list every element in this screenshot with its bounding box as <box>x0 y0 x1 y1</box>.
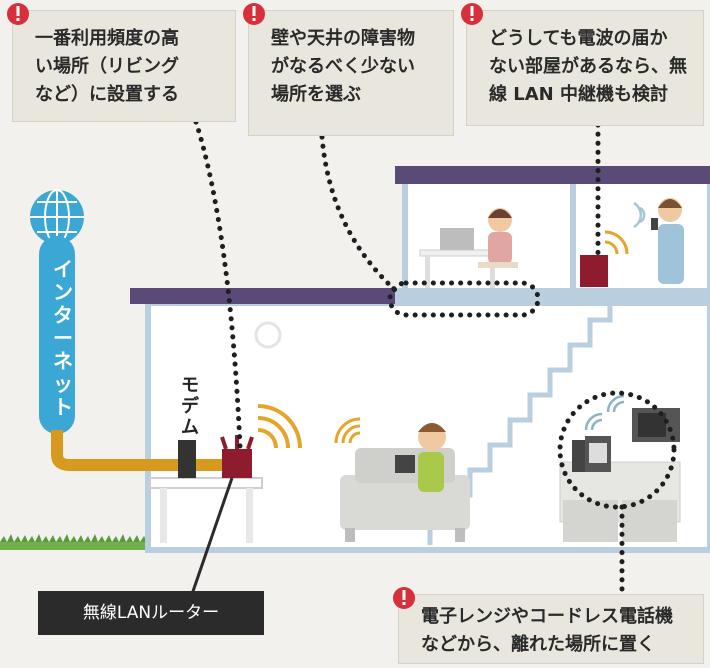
note-line: 場所を選ぶ <box>271 84 361 105</box>
upper-floor-slab <box>395 288 710 304</box>
label-char: ン <box>53 280 73 304</box>
label-char: ッ <box>53 372 73 396</box>
note-line: ない部屋があるなら、無 <box>489 56 687 77</box>
note-living-room: 一番利用頻度の高 い場所（リビング など）に設置する <box>7 3 236 122</box>
internet-globe <box>30 189 84 245</box>
note-obstacles: 壁や天井の障害物 がなるべく少ない 場所を選ぶ <box>243 3 454 136</box>
modem-label: モ デ ム <box>179 375 201 438</box>
label-char: ム <box>181 417 199 438</box>
label-char: イ <box>53 257 73 281</box>
appliance-wifi-waves <box>584 394 625 431</box>
lower-roof <box>130 288 395 304</box>
exclamation-icon <box>461 3 483 25</box>
label-char: ト <box>53 395 73 419</box>
note-repeater: どうしても電波の届か ない部屋があるなら、無 線 LAN 中継機も検討 <box>461 3 704 126</box>
note-line: などから、離れた場所に置く <box>421 634 655 655</box>
note-line: がなるべく少ない <box>271 56 415 77</box>
study-desk <box>419 228 501 288</box>
person-with-phone <box>651 198 684 284</box>
guide-router <box>193 119 243 449</box>
note-line: い場所（リビング <box>35 56 179 77</box>
note-line: 電子レンジやコードレス電話機 <box>421 606 673 627</box>
label-char: デ <box>181 396 199 417</box>
cordless-phone <box>572 436 611 472</box>
repeater-wifi-waves <box>604 230 629 255</box>
grass <box>0 534 154 550</box>
internet-tube <box>39 236 75 434</box>
router-device <box>220 435 254 478</box>
upper-roof <box>395 166 710 184</box>
person-with-laptop <box>478 208 518 268</box>
label-char: ー <box>53 326 73 350</box>
note-line: など）に設置する <box>35 84 179 105</box>
exclamation-icon <box>7 3 29 25</box>
exclamation-icon <box>393 587 415 609</box>
note-line: 壁や天井の障害物 <box>271 28 415 49</box>
guide-ceiling <box>319 134 398 293</box>
router-wifi-waves <box>257 404 302 449</box>
modem-device <box>178 440 196 478</box>
repeater-device <box>580 255 608 287</box>
note-line: 一番利用頻度の高 <box>35 28 179 49</box>
kitchen-counter <box>559 461 681 542</box>
note-line: 線 LAN 中継機も検討 <box>489 84 668 105</box>
router-label: 無線LANルーター <box>38 591 264 635</box>
sofa-wifi-waves <box>334 417 361 444</box>
laptop <box>440 228 474 250</box>
wall-lamp <box>254 321 282 349</box>
internet-label: イ ン タ ー ネ ッ ト <box>50 258 76 419</box>
exclamation-icon <box>243 3 265 25</box>
label-char: ネ <box>53 349 73 373</box>
tablet <box>395 455 415 473</box>
person-on-sofa <box>395 423 446 492</box>
label-char: タ <box>53 303 73 327</box>
phone-wifi-waves <box>633 201 646 229</box>
guide-appliance-circle <box>557 390 677 510</box>
internet-cable <box>51 430 222 471</box>
note-line: どうしても電波の届か <box>489 28 668 49</box>
guide-ceiling-loop <box>387 280 541 318</box>
router-desk <box>149 477 263 543</box>
router-label-pointer <box>188 477 234 601</box>
dotted-guides <box>193 119 677 597</box>
label-char: モ <box>181 375 199 396</box>
note-interference: 電子レンジやコードレス電話機 などから、離れた場所に置く <box>393 587 704 664</box>
